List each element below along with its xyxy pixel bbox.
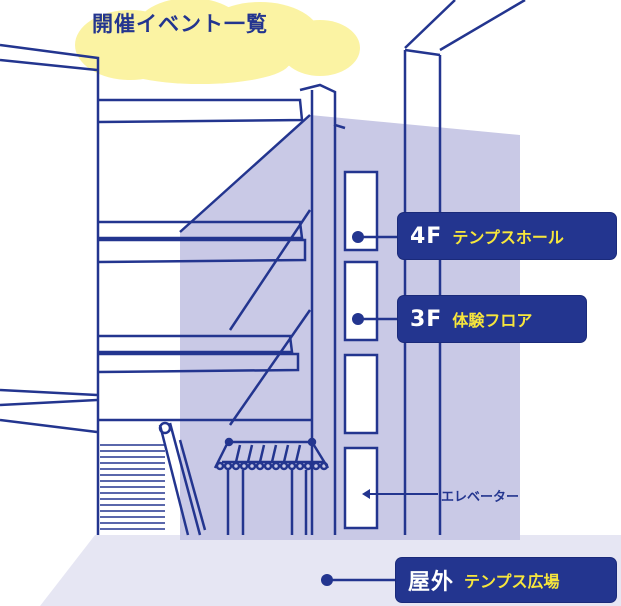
- staircase: [100, 444, 165, 530]
- floor-3f-name: 体験フロア: [452, 311, 533, 330]
- entrance-gate: [213, 437, 330, 535]
- title-cloud: [75, 0, 360, 84]
- floor-4f-label[interactable]: 4F テンプスホール: [398, 213, 616, 259]
- pointer-outdoor: [321, 574, 398, 586]
- pointer-4f: [352, 231, 400, 243]
- outdoor-label[interactable]: 屋外 テンプス広場: [396, 558, 616, 602]
- pointer-elevator: [362, 489, 438, 499]
- escalator: [158, 421, 207, 536]
- floor-3f-number: 3F: [410, 306, 443, 332]
- tower: [403, 0, 526, 535]
- elevator-label: エレベーター: [441, 490, 520, 505]
- outdoor-floor: 屋外: [408, 570, 455, 595]
- floor-4f-name: テンプスホール: [452, 228, 564, 247]
- pointer-3f: [352, 313, 400, 325]
- outdoor-name: テンプス広場: [464, 572, 560, 591]
- floor-3f-label[interactable]: 3F 体験フロア: [398, 296, 586, 342]
- page-title: 開催イベント一覧: [92, 12, 268, 36]
- floor-4f-number: 4F: [410, 223, 443, 249]
